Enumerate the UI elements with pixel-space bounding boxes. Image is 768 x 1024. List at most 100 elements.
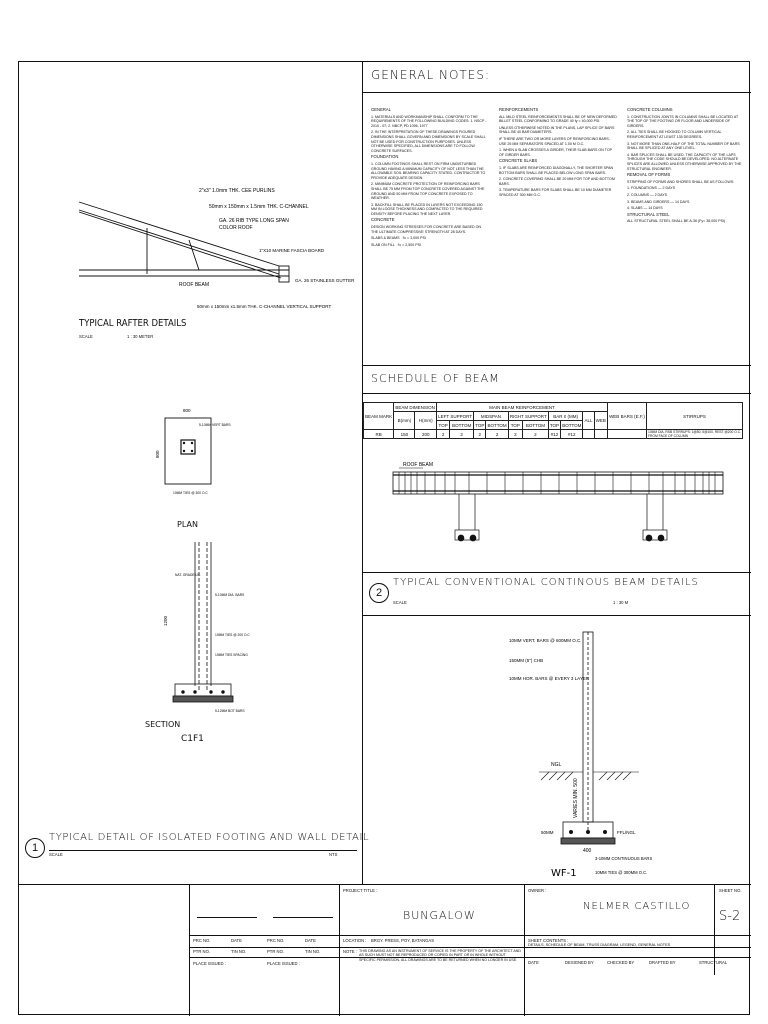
cell-web-bars [606,429,648,439]
removal-days-3: 14 DAYS [674,199,690,204]
wf-width: 400 [583,848,592,854]
cell-all [582,429,595,439]
section-note-3: 5-10MM DIA. BARS [215,593,245,597]
notes-bottom-rule [363,365,751,366]
wf-label-50: 50MM [541,830,554,835]
removal-days-4: 14 DAYS [648,206,663,211]
cell-left-bot: 2 [449,429,475,439]
checked-by: CHECKED BY [607,960,635,965]
rafter-label-3: GA. 26 RIB TYPE LONG SPAN [219,218,289,224]
beam-detail-title: TYPICAL CONVENTIONAL CONTINOUS BEAM DETA… [393,577,699,588]
cell-stirrups: 10MM DIA. RSB STIRRUPS: 1@50, 5@100, RES… [646,429,743,439]
hdr-main: MAIN BEAM REINFORCEMENT [436,402,608,412]
cell-bar-bot: #12 [560,429,584,439]
notes-reinforcement-2: UNLESS OTHERWISE NOTED IN THE PLANS, LAP… [499,125,615,135]
note-label: NOTE : [343,949,357,954]
rafter-label-2: 50mm x 150mm x 1.5mm THK. C-CHANNEL [209,204,309,210]
removal-item-4: 4. SLABS [627,206,643,211]
notes-columns-3: 3. NOT MORE THAN ONE-HALF OF THE TOTAL N… [627,141,740,151]
section-note-6: 5-12MM BOT BARS [215,709,245,713]
cell-right-top: 2 [507,429,523,439]
rafter-label-4: COLOR ROOF [219,225,253,231]
removal-item-1: 1. FOUNDATIONS [627,186,657,191]
ground-hatch [539,771,639,781]
tb-div-4 [714,885,715,975]
discipline: STRUCTURAL [699,960,728,965]
schedule-header-row-1: BEAM MARK BEAM DIMENSION MAIN BEAM REINF… [362,402,743,430]
notes-foundation-2: 2. MINIMUM CONCRETE PROTECTION OF REINFO… [371,182,485,201]
cell-h: 200 [414,429,438,439]
sheet-contents-label: SHEET CONTENTS : [528,938,569,943]
roof-beam-elevation: ROOF BEAM [392,462,724,542]
hdr-bar-size: BAR ¢ (MM) [547,411,584,421]
removal-days-1: 2 DAYS [662,186,676,191]
footing-scale-label: SCALE [49,852,63,857]
notes-general-2: 2. IN THE INTERPRETATION OF THESE DRAWIN… [371,130,486,153]
hdr-bar-top: TOP [547,420,562,430]
tb-left-divider [189,885,190,1016]
notes-concrete: DESIGN WORKING STRESSES FOR CONCRETE ARE… [371,225,482,234]
tb-h-2 [189,947,524,948]
cell-bar-top: #12 [547,429,562,439]
footing-pad [172,683,234,703]
removal-item-3: 3. BEAMS AND GIRDERS [627,199,670,204]
notes-foundation-3: 3. BACKFILL SHALL BE PLACED IN LAYERS NO… [371,202,483,216]
signature-line-2 [273,917,333,918]
tb-h-1 [189,935,751,936]
hdr-beam-mark: BEAM MARK [362,402,395,430]
footing-note-2: 10MM TIES @ 300 O.C [173,491,208,495]
footing-title-block: 1 TYPICAL DETAIL OF ISOLATED FOOTING AND… [19,822,369,862]
footing-section: NAT. GRADE LN. 5-10MM DIA. BARS 10MM TIE… [163,542,250,713]
hdr-left-support: LEFT SUPPORT [436,411,475,421]
location-label: LOCATION : [343,938,367,943]
wf-ties-note: 10MM TIES @ 300MM O.C. [595,870,647,875]
project-title: BUNGALOW [403,909,476,922]
hdr-mid-top: TOP [473,420,487,430]
owner-name: NELMER CASTILLO [583,901,691,912]
section-note-5: 10MM TIES SPACING [215,653,248,657]
panel-divider [362,62,363,884]
strength-value-1: f'c = 3,000 PSI [402,236,426,241]
footing-mark: C1F1 [181,734,204,744]
column-left [454,494,480,542]
stirrup-note-2: FROM FACE OF COLUMN [648,434,688,438]
hdr-right-support: RIGHT SUPPORT [507,411,549,421]
strength-label-2: SLAB ON FILL [371,242,395,247]
wf-label-3: 10MM HOR. BARS @ EVERY 3 LAYER [509,676,590,681]
hdr-web-bars: WEB BARS (E.F.) [606,402,648,430]
prc-label-2: PRC NO. [267,938,285,943]
notes-removal-row-4: 4. SLABS — 14 DAYS [627,206,663,211]
notes-slabs-2: 2. CONCRETE COVERING SHALL BE 20 MM FOR … [499,177,615,186]
wf-bar-note: 3-10MM CONTINUOUS BARS [595,856,652,861]
removal-days-2: 2 DAYS [654,192,668,197]
general-notes-title: GENERAL NOTES: [371,68,490,82]
column-right [642,494,668,542]
rafter-label-1: 2"x3" 1.0mm THK. CEE PURLINS [199,188,275,194]
wf-dim-vertical: VARIES MIN. 500 [573,778,579,818]
cell-mid-bot: 2 [485,429,509,439]
rafter-label-8: 50mm x 150mm x1.5mm THK. C-CHANNEL VERTI… [197,304,331,309]
cell-left-top: 2 [436,429,451,439]
footing-plan: 800 800 5-10MM VERT BARS 10MM TIES @ 300… [155,408,231,495]
beam-detail-number: 2 [369,583,389,603]
cell-mid-top: 2 [473,429,487,439]
schedule-header-row-2: B(mm) H(mm) LEFT SUPPORT MIDSPAN RIGHT S… [364,411,743,430]
notes-slabs-heading: CONCRETE SLABS [499,158,538,164]
rafter-title: TYPICAL RAFTER DETAILS [79,318,187,329]
column-section [194,542,212,692]
notes-general-heading: GENERAL [371,107,392,112]
prc-label-1: PRC NO. [193,938,211,943]
rafter-label-5: 1"X10 MARINE FASCIA BOARD [259,248,325,253]
notes-slabs-1: 1. IF SLABS ARE REINFORCED DIAGONALLY, T… [499,165,614,175]
rafter-label-7: ROOF BEAM [179,282,209,288]
tin-label-2: TIN NO. [305,949,321,954]
notes-removal-row-1: 1. FOUNDATIONS — 2 DAYS [627,186,676,191]
notes-title-rule [363,92,751,93]
cell-mark: RB [362,429,395,439]
hdr-bar-bottom: BOTTOM [560,420,584,430]
notes-column-1: GENERAL 1. MATERIALS AND WORKMANSHIP SHA… [371,106,489,249]
notes-removal-heading: REMOVAL OF FORMS [627,172,671,178]
notes-foundation-1: 1. COLUMN FOOTINGS SHALL REST ON FIRM UN… [371,161,486,180]
notes-columns-4: 4. BAR SPLICES SHALL BE USED. THE CAPACI… [627,152,742,171]
tb-div-2 [339,885,340,1016]
